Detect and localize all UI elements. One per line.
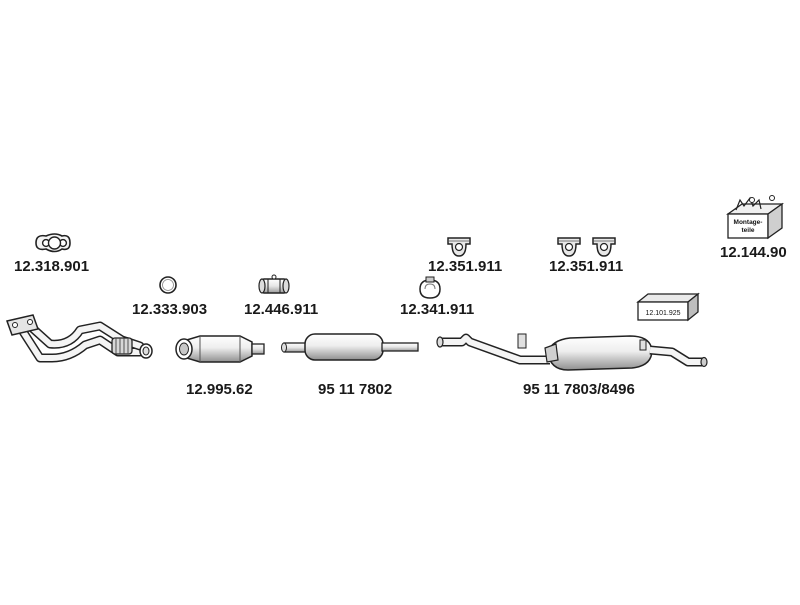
mounting-box-text-line-2: teile bbox=[741, 227, 754, 234]
front-downpipe-icon[interactable] bbox=[6, 314, 153, 363]
part-label-small-clamp: 12.341.911 bbox=[400, 301, 475, 318]
part-label-rubber-hanger-front: 12.351.911 bbox=[428, 258, 503, 275]
part-label-pipe-clamp: 12.446.911 bbox=[244, 301, 319, 318]
rubber-hanger-icon-rear-left[interactable] bbox=[557, 237, 581, 257]
small-clamp-icon[interactable] bbox=[419, 276, 441, 299]
pipe-clamp-icon[interactable] bbox=[258, 274, 290, 294]
flange-gasket-icon[interactable] bbox=[35, 233, 71, 253]
catalytic-converter-icon[interactable] bbox=[175, 335, 265, 363]
front-silencer-icon[interactable] bbox=[281, 333, 419, 361]
rubber-hanger-icon-rear-right[interactable] bbox=[592, 237, 616, 257]
part-label-catalytic-converter: 12.995.62 bbox=[186, 381, 253, 398]
part-label-flange-gasket: 12.318.901 bbox=[14, 258, 90, 275]
kit-box-label: 12.101.925 bbox=[645, 310, 680, 317]
part-label-mounting-kit: 12.144.90 bbox=[720, 244, 787, 261]
part-label-rubber-hanger-rear: 12.351.911 bbox=[549, 258, 624, 275]
mounting-box-text-line-1: Montage- bbox=[734, 219, 763, 226]
ring-gasket-icon[interactable] bbox=[159, 276, 177, 294]
rear-silencer-icon[interactable] bbox=[436, 333, 708, 371]
part-label-rear-silencer: 95 11 7803/8496 bbox=[523, 381, 635, 398]
rubber-hanger-icon-front[interactable] bbox=[447, 237, 471, 257]
mounting-kit-box-icon[interactable]: Montage- teile bbox=[725, 195, 785, 240]
part-label-ring-gasket: 12.333.903 bbox=[132, 301, 208, 318]
kit-box-icon[interactable]: 12.101.925 bbox=[636, 292, 700, 322]
part-label-front-silencer: 95 11 7802 bbox=[318, 381, 393, 398]
